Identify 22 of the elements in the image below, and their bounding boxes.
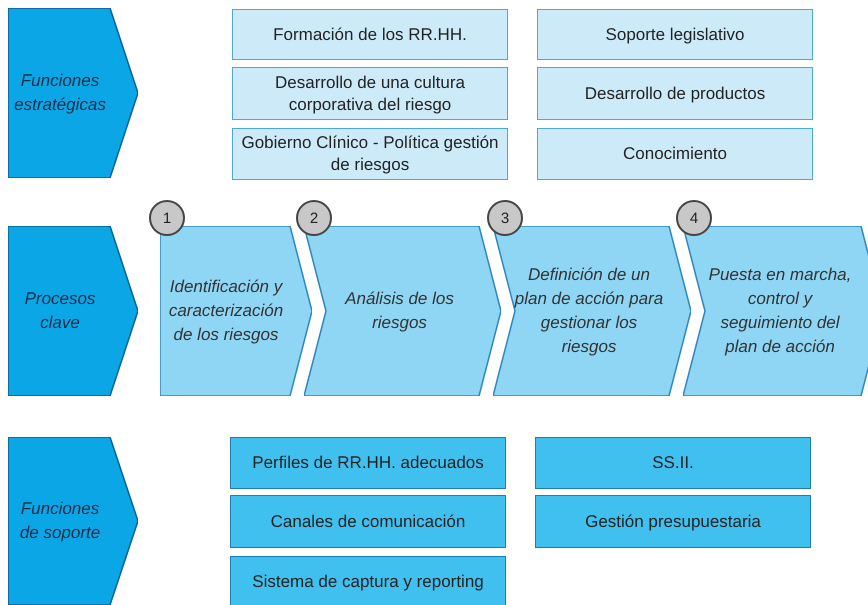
function-box: Perfiles de RR.HH. adecuados [230, 437, 506, 489]
process-label: Puesta en marcha, control y seguimiento del plan de acción [708, 264, 852, 358]
process-label: Análisis de los riesgos [344, 288, 455, 334]
function-box: Formación de los RR.HH. [232, 9, 508, 60]
function-box: Gobierno Clínico - Política gestión de riesgos [232, 128, 508, 180]
function-box: SS.II. [535, 437, 811, 489]
stage-label: Procesos clave [24, 288, 96, 334]
stage-label: Funciones estratégicas [14, 70, 106, 116]
function-box: Soporte legislativo [537, 9, 813, 60]
process-label: Definición de un plan de acción para gestionar los riesgos [513, 264, 664, 358]
step-number: 2 [296, 200, 332, 236]
process-label: Identificación y caracterización de los riesgos [168, 276, 284, 346]
step-number: 3 [487, 200, 523, 236]
function-box: Sistema de captura y reporting [230, 556, 506, 605]
step-number: 1 [149, 200, 185, 236]
function-box: Desarrollo de una cultura corporativa del riesgo [232, 67, 508, 120]
function-box: Conocimiento [537, 128, 813, 180]
stage-label: Funciones de soporte [18, 498, 102, 544]
function-box: Canales de comunicación [230, 495, 506, 548]
function-box: Desarrollo de productos [537, 67, 813, 120]
function-box: Gestión presupuestaria [535, 495, 811, 548]
step-number: 4 [676, 200, 712, 236]
